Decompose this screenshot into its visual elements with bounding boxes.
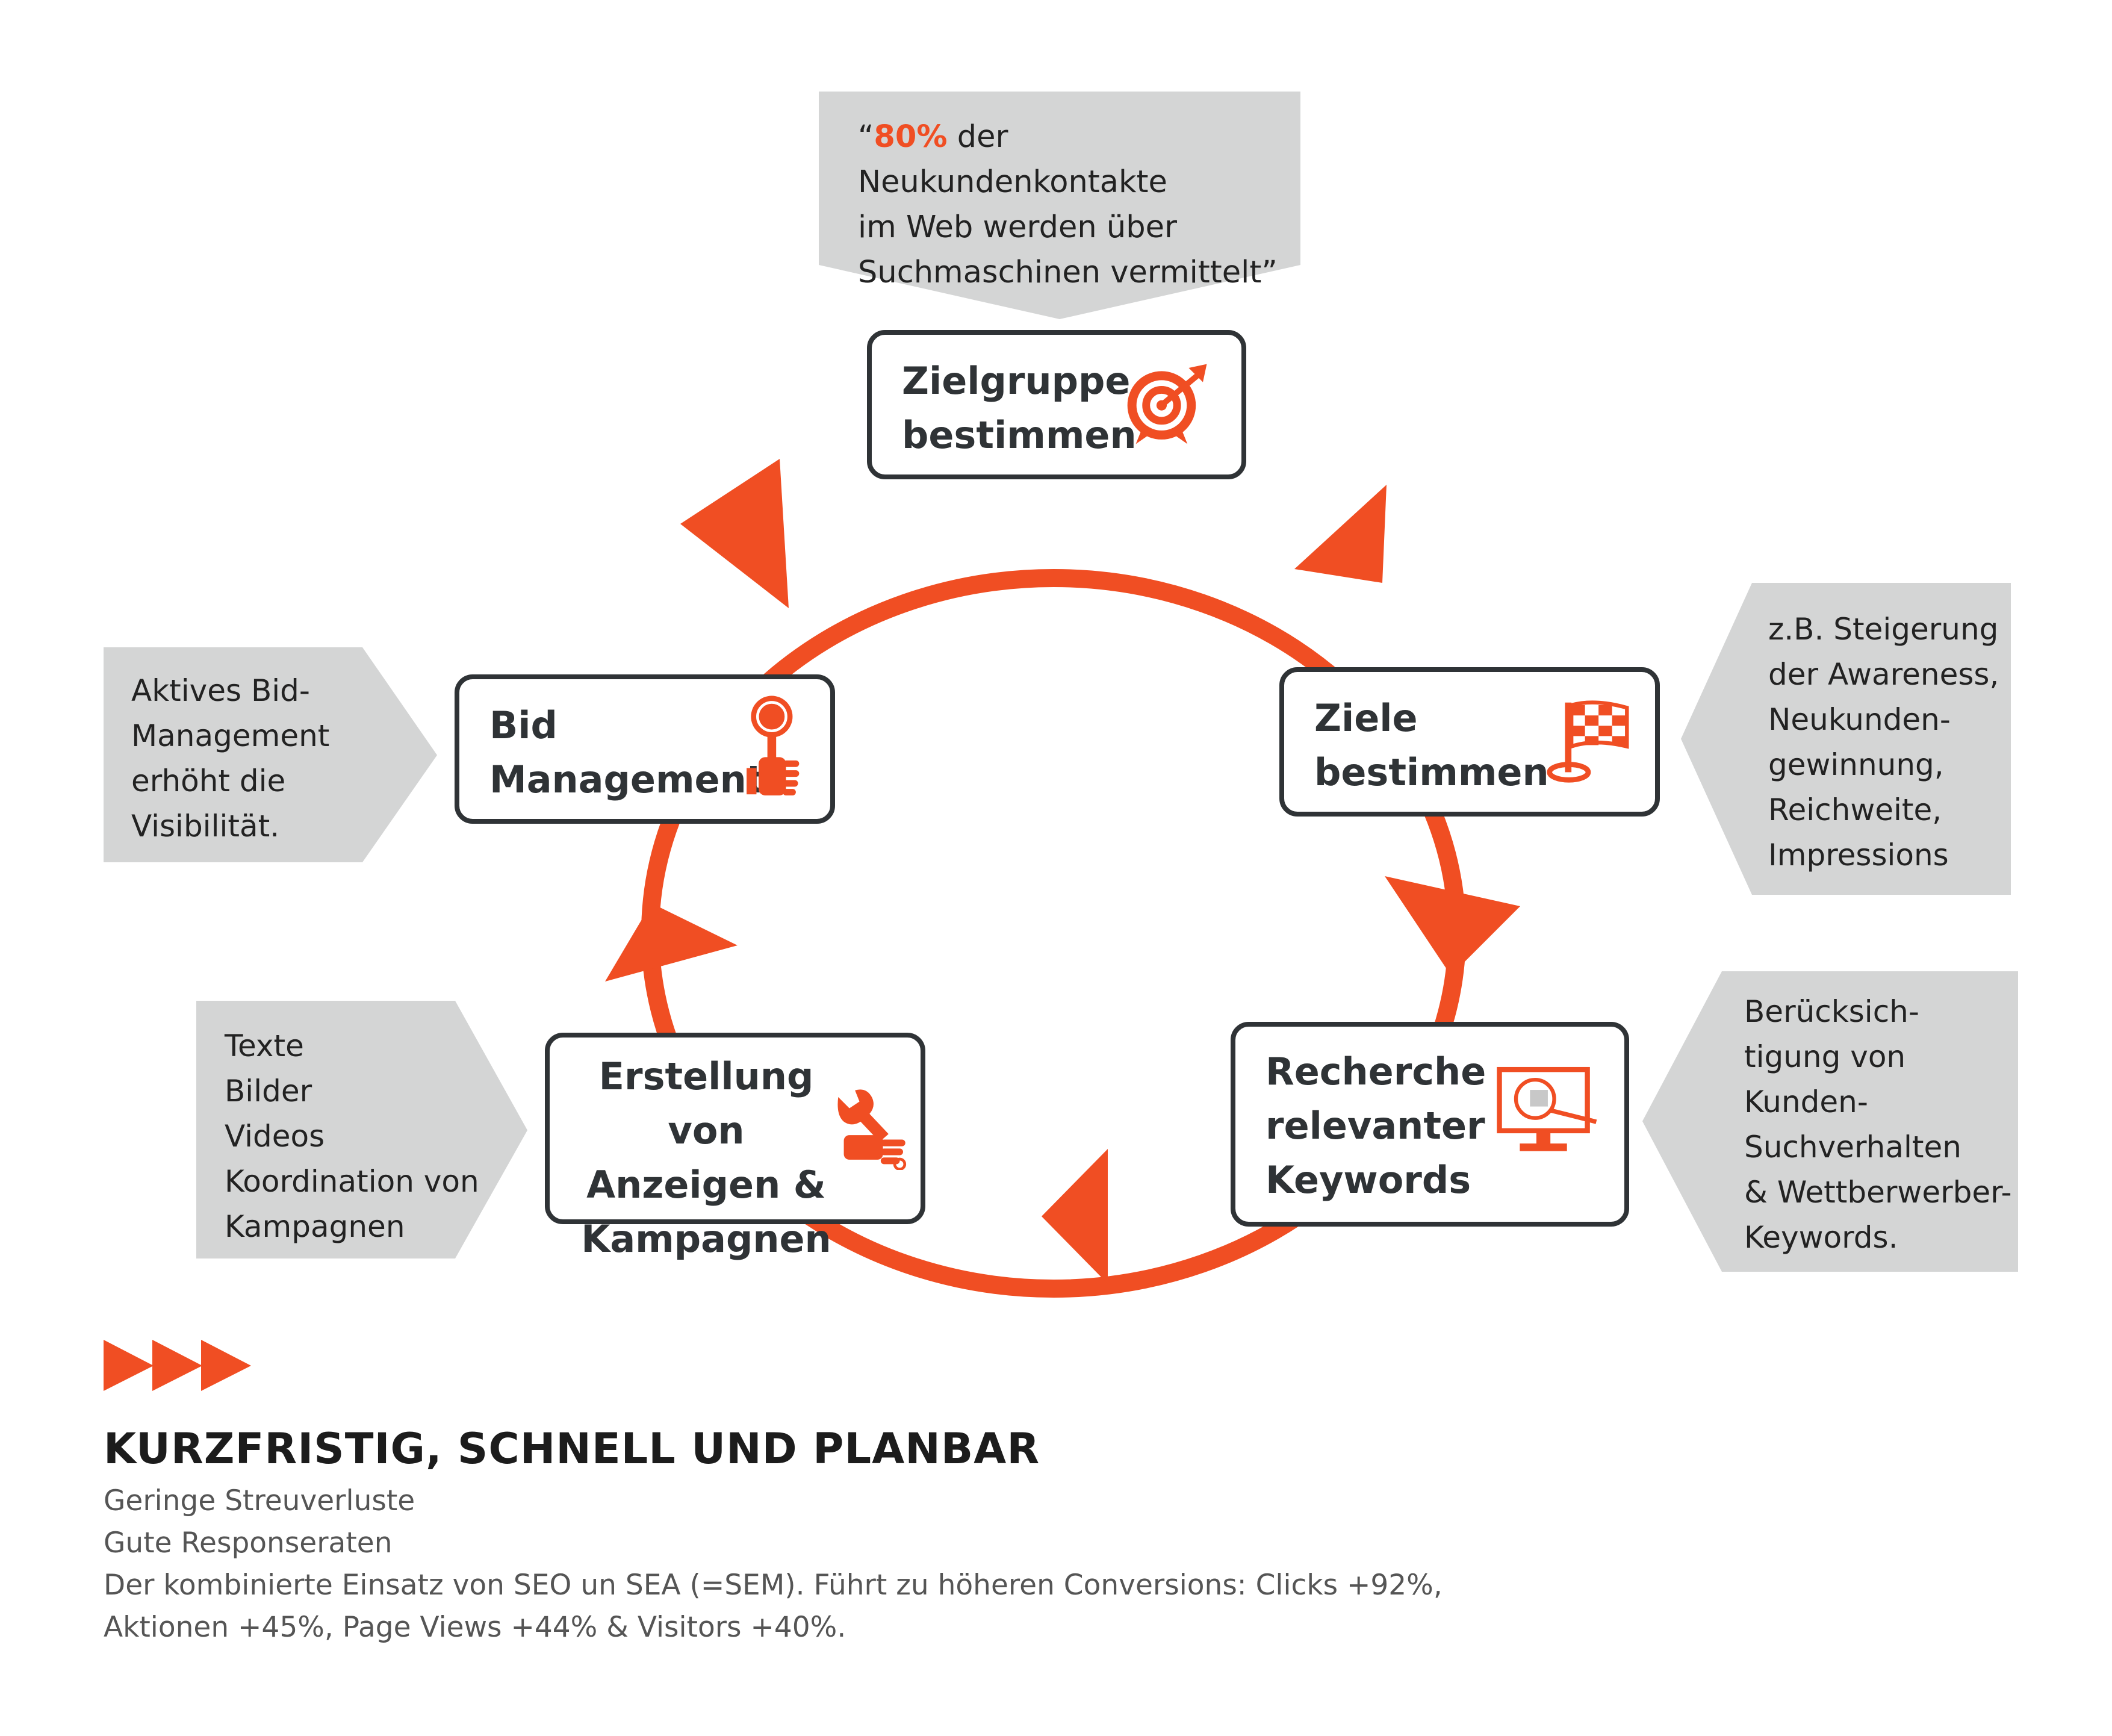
- cycle-arrow-bottom: [1042, 1149, 1108, 1284]
- step-erstellung-label: Erstellung von Anzeigen & Kampagnen: [581, 1054, 831, 1261]
- note-bid: Aktives Bid- Management erhöht die Visib…: [131, 673, 330, 844]
- auction-paddle-icon: [747, 695, 800, 795]
- cycle-arrow-top-left: [680, 459, 789, 608]
- quote-open-mark: “: [858, 119, 874, 155]
- quote-line-1: der Neukundenkontakte: [858, 119, 1167, 200]
- step-ziele-label: Ziele bestimmen: [1314, 696, 1549, 794]
- target-icon: [1127, 364, 1207, 444]
- step-recherche-label: Recherche relevanter Keywords: [1266, 1050, 1486, 1202]
- footer-line-2: Gute Responseraten: [104, 1526, 393, 1560]
- quote-text: “80% der Neukundenkontakte im Web werden…: [858, 114, 1315, 295]
- step-zielgruppe[interactable]: Zielgruppe bestimmen: [867, 330, 1246, 479]
- step-ziele[interactable]: Ziele bestimmen: [1279, 667, 1660, 817]
- note-recherche: Berücksich- tigung von Kunden- Suchverha…: [1744, 994, 2012, 1255]
- quote-line-2: im Web werden über: [858, 210, 1177, 245]
- callout-bid: [104, 647, 437, 862]
- quote-line-3: Suchmaschinen vermittelt”: [858, 255, 1278, 290]
- step-zielgruppe-label: Zielgruppe bestimmen: [902, 359, 1137, 457]
- quote-callout: [819, 92, 1300, 319]
- step-erstellung[interactable]: Erstellung von Anzeigen & Kampagnen: [545, 1033, 925, 1261]
- cycle-arrow-left: [605, 903, 738, 982]
- triple-arrow-icon: [104, 1340, 251, 1391]
- note-erstellung: Texte Bilder Videos Koordination von Kam…: [225, 1028, 479, 1244]
- monitor-search-icon: [1497, 1066, 1597, 1151]
- note-ziele: z.B. Steigerung der Awareness, Neukunden…: [1768, 612, 1999, 873]
- wrench-hand-icon: [837, 1089, 907, 1170]
- quote-highlight: 80%: [874, 119, 948, 155]
- cycle-arrow-right: [1385, 876, 1520, 975]
- footer-line-3: Der kombinierte Einsatz von SEO un SEA (…: [104, 1569, 1443, 1602]
- step-bid[interactable]: Bid Management: [455, 674, 835, 824]
- footer-line-4: Aktionen +45%, Page Views +44% & Visitor…: [104, 1611, 846, 1644]
- step-bid-label: Bid Management: [489, 703, 765, 801]
- callout-recherche: [1642, 971, 2018, 1272]
- footer-line-1: Geringe Streuverluste: [104, 1484, 415, 1517]
- callout-erstellung: [196, 1001, 527, 1258]
- step-recherche[interactable]: Recherche relevanter Keywords: [1231, 1022, 1629, 1227]
- cycle-arrow-top-right: [1294, 485, 1387, 583]
- footer-heading: KURZFRISTIG, SCHNELL UND PLANBAR: [104, 1424, 1040, 1473]
- flag-icon: [1547, 700, 1629, 783]
- callout-ziele: [1681, 583, 2011, 895]
